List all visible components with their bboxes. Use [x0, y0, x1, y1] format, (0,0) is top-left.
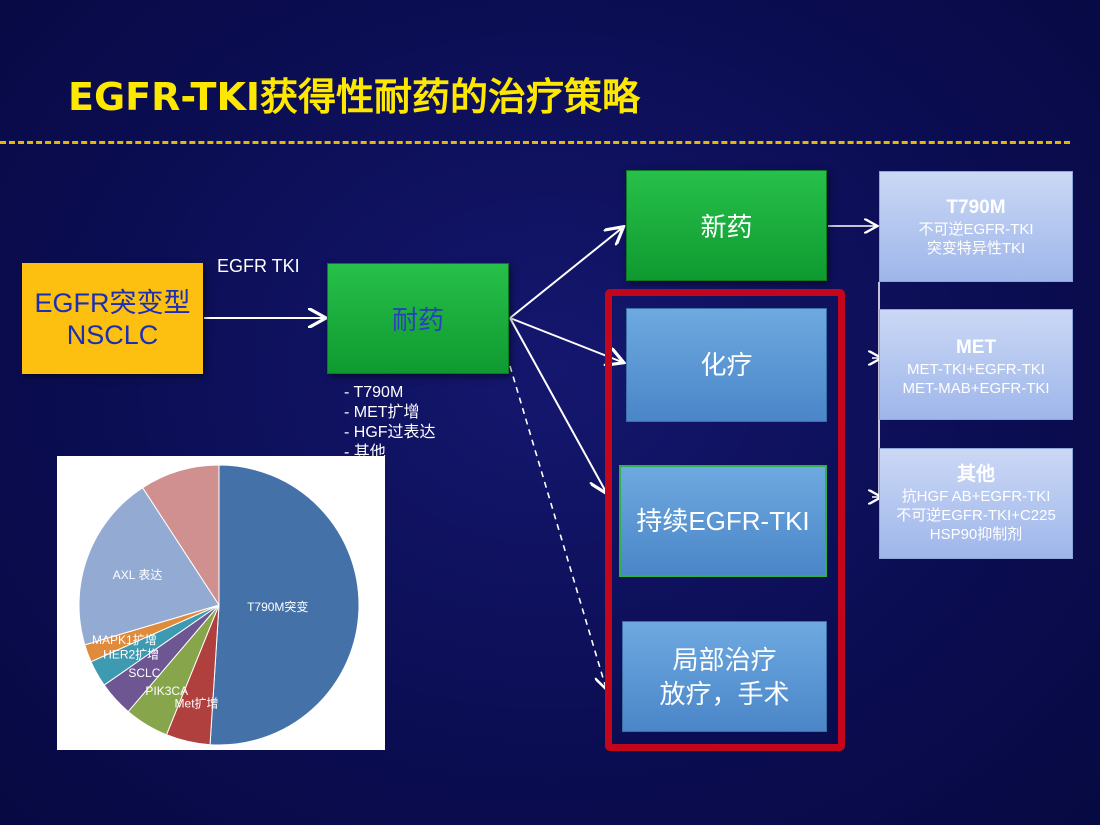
arrow-to-new-drug: [509, 228, 622, 319]
continue-tki-box: 持续EGFR-TKI: [619, 465, 827, 577]
highlight-frame: [605, 289, 845, 751]
local-therapy-box: 局部治疗 放疗，手术: [622, 621, 827, 732]
pie-label: Met扩增: [175, 696, 219, 710]
pie-label: MAPK1扩增: [92, 633, 157, 647]
strategy-line: 不可逆EGFR-TKI: [918, 221, 1034, 238]
mechanism-item: - T790M: [344, 384, 404, 401]
pie-slice: [209, 464, 360, 746]
met-strategy-box: MET MET-TKI+EGFR-TKI MET-MAB+EGFR-TKI: [879, 309, 1073, 420]
strategy-line: MET-TKI+EGFR-TKI: [907, 361, 1045, 378]
arrow-to-local: [509, 365, 606, 688]
pie-label: AXL 表达: [113, 568, 163, 582]
arrow-to-chemo: [509, 317, 622, 362]
strategy-line: MET-MAB+EGFR-TKI: [902, 380, 1050, 397]
pie-slice: [78, 486, 220, 646]
title-divider: [0, 141, 1070, 144]
new-drug-box: 新药: [626, 170, 827, 281]
page-title: EGFR-TKI获得性耐药的治疗策略: [68, 75, 641, 119]
t790m-strategy-box: T790M 不可逆EGFR-TKI 突变特异性TKI: [879, 171, 1073, 282]
pie-label: HER2扩增: [103, 647, 159, 661]
mechanism-list: - T790M - MET扩增 - HGF过表达 - 其他: [344, 383, 436, 463]
pie-label: PIK3CA: [145, 684, 188, 698]
strategy-line: HSP90抑制剂: [929, 526, 1023, 543]
strategy-title: T790M: [946, 197, 1006, 218]
pie-label: T790M突变: [247, 599, 308, 614]
mechanism-item: - HGF过表达: [344, 424, 436, 441]
strategy-title: MET: [955, 337, 997, 358]
pie-slice: [141, 464, 220, 607]
strategy-title: 其他: [956, 464, 995, 485]
strategy-line: 不可逆EGFR-TKI+C225: [896, 507, 1056, 524]
other-strategy-box: 其他 抗HGF AB+EGFR-TKI 不可逆EGFR-TKI+C225 HSP…: [879, 448, 1073, 559]
mechanism-item: - MET扩增: [344, 404, 420, 421]
egfr-mutant-nsclc-box: EGFR突变型 NSCLC: [22, 263, 203, 374]
arrow-to-continue-tki: [509, 317, 606, 492]
egfr-tki-label: EGFR TKI: [217, 256, 300, 276]
pie-label: SCLC: [128, 666, 160, 680]
strategy-line: 突变特异性TKI: [926, 240, 1026, 257]
strategy-line: 抗HGF AB+EGFR-TKI: [901, 488, 1051, 505]
resistance-box: 耐药: [327, 263, 509, 374]
chemo-box: 化疗: [626, 308, 827, 422]
